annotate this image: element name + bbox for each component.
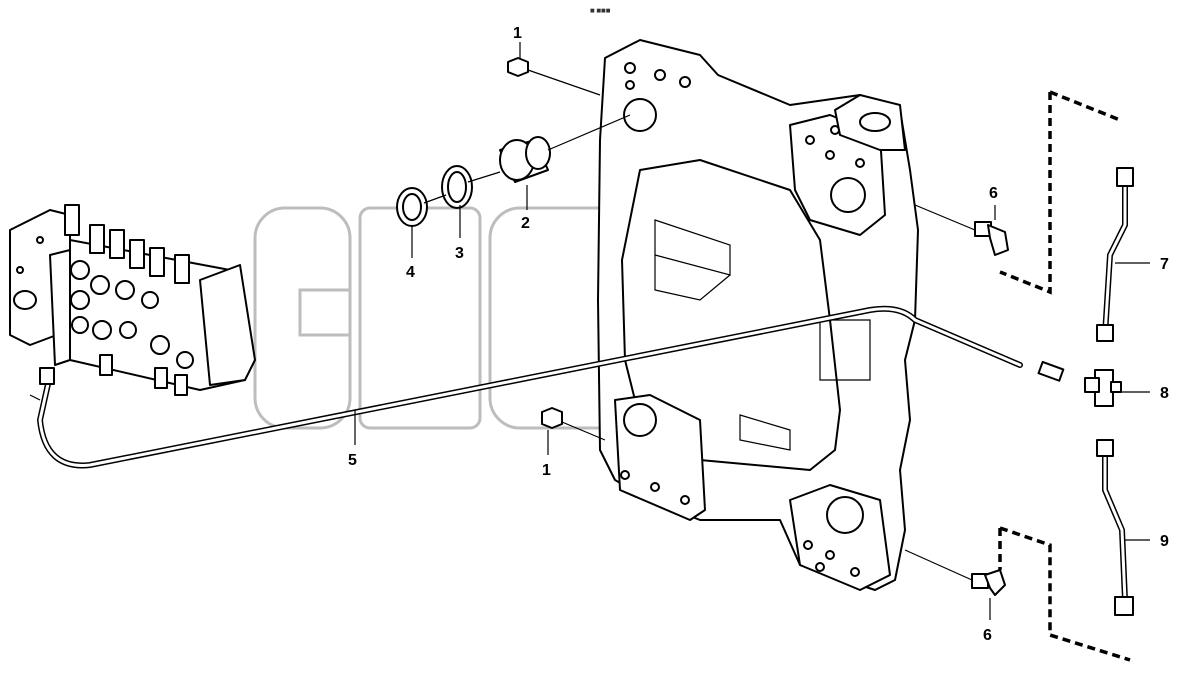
callout-6-top: 6: [989, 185, 998, 202]
header-tiny-text: ■ ■■■: [590, 8, 611, 14]
frame-casting: [597, 39, 919, 591]
callout-6-bottom: 6: [983, 627, 992, 644]
bushing: [499, 114, 631, 183]
hydraulic-hose: [29, 305, 1065, 469]
callout-2: 2: [521, 215, 530, 232]
callout-1-bottom: 1: [542, 462, 551, 479]
elbow-fitting-top: [914, 204, 1009, 256]
tee-fitting: [1084, 369, 1122, 407]
callout-7: 7: [1160, 256, 1169, 273]
pipe-routing-top: [999, 90, 1121, 295]
elbow-fitting-bottom: [904, 549, 1006, 596]
tube-lower: [1096, 439, 1134, 616]
callout-3: 3: [455, 245, 464, 262]
tube-upper: [1096, 167, 1134, 342]
callout-5: 5: [348, 452, 357, 469]
seal-ring-3: [441, 165, 501, 209]
callout-9: 9: [1160, 533, 1169, 550]
callout-4: 4: [406, 264, 415, 281]
bolt-top: [507, 57, 601, 96]
callout-1-top: 1: [513, 25, 522, 42]
callout-8: 8: [1160, 385, 1169, 402]
pipe-routing-bottom: [998, 526, 1131, 662]
control-valve-block: [9, 204, 256, 396]
leader-lines: [354, 42, 1150, 620]
bolt-bottom: [541, 407, 606, 441]
